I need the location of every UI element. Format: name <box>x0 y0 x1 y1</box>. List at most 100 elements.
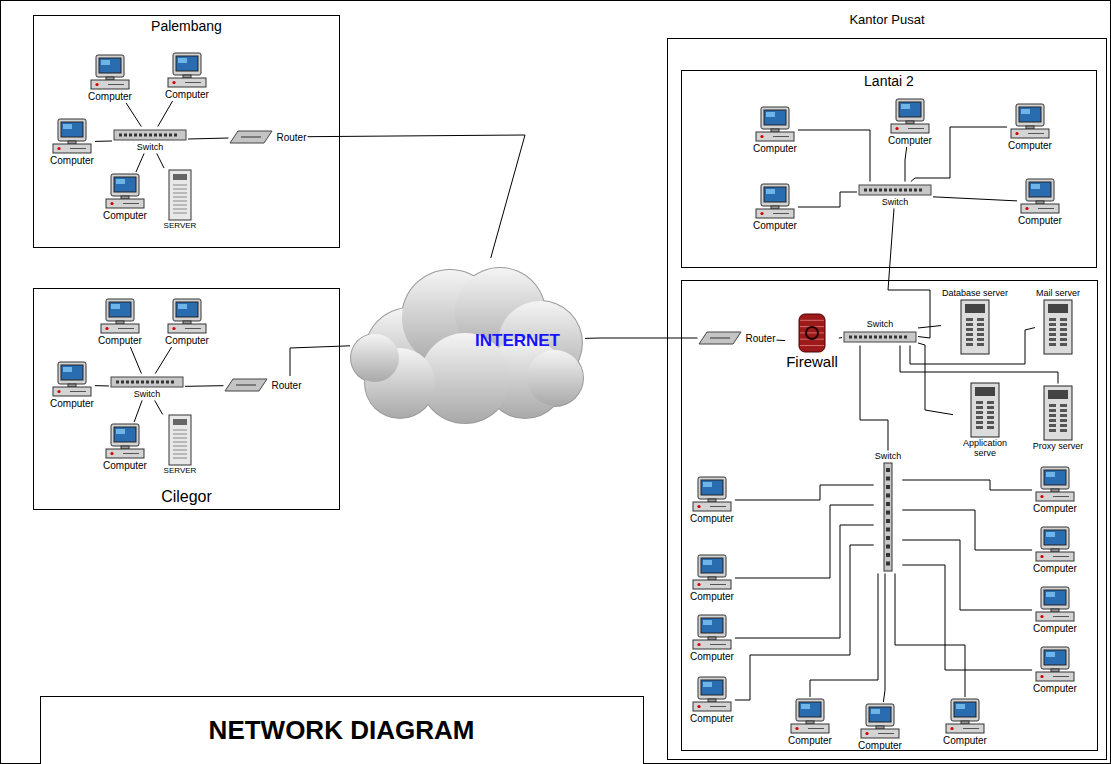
drive-slot <box>710 644 726 645</box>
server-drive <box>976 406 983 409</box>
screen-glare <box>116 179 125 184</box>
computer-node: Computer <box>887 97 933 147</box>
drive-slot <box>1038 208 1054 209</box>
network-link <box>905 147 907 182</box>
device-label: Switch <box>137 143 164 153</box>
server-case <box>961 300 989 354</box>
screen <box>701 558 723 573</box>
server-drive <box>976 416 983 419</box>
switch-port <box>144 133 147 136</box>
switch-port <box>854 336 857 339</box>
system-unit <box>91 80 129 89</box>
switch-port <box>154 133 157 136</box>
switch-body <box>859 185 931 195</box>
firewall-body <box>799 314 825 352</box>
pc-symbol <box>167 52 207 88</box>
pc-symbol <box>167 298 207 334</box>
monitor <box>173 299 201 321</box>
device-label: Computer <box>88 91 132 102</box>
network-link <box>902 510 1032 550</box>
switch-port <box>859 336 862 339</box>
device-label: Switch <box>134 390 161 400</box>
site-region: ComputerComputerComputerComputerSwitchCo… <box>667 38 1107 760</box>
server-bay <box>975 387 995 396</box>
pc-symbol <box>945 698 985 734</box>
server-drive <box>966 328 973 331</box>
screen-glare <box>116 429 125 434</box>
fw-icon <box>799 314 825 352</box>
sw-icon <box>111 377 183 387</box>
network-link <box>155 400 163 414</box>
server-case <box>169 170 191 220</box>
power-led <box>57 390 60 393</box>
server-drive <box>1060 404 1067 407</box>
network-link <box>895 573 965 697</box>
system-unit <box>106 449 144 458</box>
server-case <box>971 383 999 437</box>
switch-port <box>884 336 887 339</box>
computer-node: Computer <box>49 117 95 167</box>
monitor <box>111 174 139 196</box>
power-led <box>172 327 175 330</box>
switch-node: Switch <box>857 182 933 209</box>
pc-icon <box>693 615 731 649</box>
monitor <box>1041 467 1069 489</box>
server-case <box>1044 386 1072 440</box>
computer-node: Computer <box>787 697 833 747</box>
network-link <box>918 343 953 415</box>
pc-symbol <box>105 173 145 209</box>
system-unit <box>101 324 139 333</box>
screen-glare <box>178 304 187 309</box>
router-node: Router <box>228 128 307 146</box>
title-box <box>41 697 644 764</box>
switch-port <box>889 336 892 339</box>
computer-node: Computer <box>689 475 735 525</box>
monitor <box>761 107 789 129</box>
server-vent <box>173 434 187 435</box>
device-label: Computer <box>103 460 147 471</box>
switch-port <box>129 133 132 136</box>
pc-icon <box>756 107 794 141</box>
screen <box>764 110 786 125</box>
switch-port <box>151 380 154 383</box>
screen-glare <box>703 560 712 565</box>
switch-port <box>169 133 172 136</box>
screen <box>1044 650 1066 665</box>
router-node: Router <box>697 329 776 347</box>
monitor <box>106 299 134 321</box>
server-case <box>169 415 191 465</box>
network-link <box>735 545 874 700</box>
device-label: Database server <box>942 289 1008 299</box>
server-drive <box>977 328 984 331</box>
screen <box>1019 107 1041 122</box>
system-unit <box>1036 612 1074 621</box>
power-led <box>1040 615 1043 618</box>
network-link <box>888 208 930 338</box>
drive-slot <box>773 136 789 137</box>
drive-slot <box>710 706 726 707</box>
pc-symbol <box>755 183 795 219</box>
router-symbol <box>224 377 268 393</box>
server-node: SERVER <box>163 413 198 477</box>
sw-symbol <box>113 128 187 142</box>
system-unit <box>53 387 91 396</box>
device-label: Switch <box>882 198 909 208</box>
switch-port <box>874 336 877 339</box>
system-unit <box>1021 204 1059 213</box>
pc-icon <box>946 699 984 733</box>
switch-port <box>131 380 134 383</box>
device-label: Computer <box>1033 623 1077 634</box>
monitor <box>698 477 726 499</box>
pc-symbol <box>1020 178 1060 214</box>
brick-joint <box>800 333 824 334</box>
pc-icon <box>1036 647 1074 681</box>
network-link <box>157 153 164 168</box>
system-unit <box>168 324 206 333</box>
switch-port <box>864 336 867 339</box>
server-drive <box>1049 323 1056 326</box>
power-led <box>1015 132 1018 135</box>
server-drive <box>1049 404 1056 407</box>
server-vent <box>173 185 187 186</box>
server-vent <box>173 213 187 214</box>
